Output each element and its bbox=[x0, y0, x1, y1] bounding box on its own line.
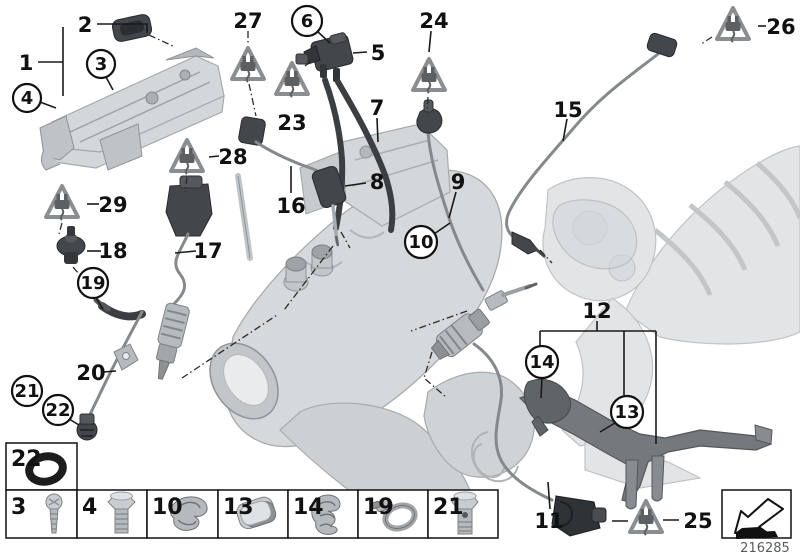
warning-triangle-24-icon bbox=[411, 57, 447, 95]
callout-label-8: 8 bbox=[370, 170, 385, 194]
legend-num-13: 13 bbox=[223, 495, 254, 520]
hose-8-art bbox=[322, 77, 346, 231]
document-number: 216285 bbox=[740, 541, 790, 556]
holder-bracket-art bbox=[518, 378, 773, 510]
exhaust-temp-probe-art bbox=[484, 282, 538, 311]
oxygen-sensor-cable-11-art bbox=[430, 308, 607, 537]
callout-label-7: 7 bbox=[370, 96, 385, 120]
legend: 22 3 4 10 13 bbox=[5, 442, 499, 539]
callout-label-9: 9 bbox=[451, 170, 466, 194]
callout-circle-13: 13 bbox=[609, 394, 645, 430]
direction-box bbox=[721, 489, 792, 539]
o-ring-seal-icon bbox=[25, 452, 67, 486]
callout-circle-21: 21 bbox=[10, 374, 44, 408]
callout-label-15: 15 bbox=[553, 98, 582, 122]
callout-circle-10: 10 bbox=[403, 224, 439, 260]
callout-label-12: 12 bbox=[582, 299, 611, 323]
callout-circle-19: 19 bbox=[76, 266, 110, 300]
legend-num-10: 10 bbox=[152, 495, 183, 520]
legend-num-19: 19 bbox=[363, 495, 394, 520]
callout-label-27: 27 bbox=[233, 9, 262, 33]
svg-text:6: 6 bbox=[301, 11, 314, 32]
hex-bolt-icon bbox=[107, 491, 136, 534]
circled-callouts: 3 4 6 10 13 14 19 21 bbox=[10, 4, 645, 430]
svg-text:14: 14 bbox=[529, 352, 554, 373]
pressure-sensor-part-art bbox=[295, 32, 354, 82]
svg-text:22: 22 bbox=[45, 400, 70, 421]
svg-text:21: 21 bbox=[14, 381, 39, 402]
callout-label-29: 29 bbox=[98, 193, 127, 217]
clamp-sleeve-icon bbox=[236, 496, 277, 530]
banjo-bolt-icon bbox=[451, 491, 479, 535]
pan-head-screw-icon bbox=[45, 493, 63, 534]
hose-7-art bbox=[335, 79, 396, 233]
callout-label-28: 28 bbox=[218, 145, 247, 169]
warning-triangle-23-icon bbox=[274, 61, 310, 99]
callout-circle-14: 14 bbox=[524, 344, 560, 380]
callout-label-5: 5 bbox=[371, 41, 386, 65]
leader-lines bbox=[38, 23, 766, 522]
callout-label-18: 18 bbox=[98, 239, 127, 263]
mounting-bracket-art bbox=[39, 47, 225, 171]
svg-text:3: 3 bbox=[95, 54, 108, 75]
svg-text:10: 10 bbox=[408, 232, 433, 253]
legend-num-22: 22 bbox=[11, 447, 42, 472]
callout-label-24: 24 bbox=[419, 9, 448, 33]
callout-label-2: 2 bbox=[78, 13, 93, 37]
cable-clip-icon bbox=[311, 494, 341, 535]
spring-clip-icon bbox=[169, 496, 208, 531]
callout-label-17: 17 bbox=[193, 239, 222, 263]
legend-num-3: 3 bbox=[11, 495, 26, 520]
callout-circle-6: 6 bbox=[290, 4, 324, 38]
legend-num-14: 14 bbox=[293, 495, 324, 520]
hose-clamp-icon bbox=[371, 497, 418, 532]
callout-circle-3: 3 bbox=[85, 48, 117, 80]
callout-label-16: 16 bbox=[276, 194, 305, 218]
callout-label-1: 1 bbox=[19, 51, 34, 75]
callout-circle-22: 22 bbox=[41, 393, 75, 427]
reference-lines bbox=[58, 31, 713, 398]
callout-label-23: 23 bbox=[277, 111, 306, 135]
callout-label-11: 11 bbox=[534, 509, 563, 533]
callout-labels: 1 2 5 7 8 9 11 12 15 16 17 18 20 23 24 2… bbox=[19, 9, 796, 533]
svg-text:4: 4 bbox=[21, 88, 34, 109]
valve-grommet-18-art bbox=[56, 226, 86, 264]
legend-num-4: 4 bbox=[82, 495, 97, 520]
warning-triangle-28-icon bbox=[169, 138, 205, 176]
temp-sensor-cable-9-art bbox=[416, 99, 485, 292]
legend-num-21: 21 bbox=[433, 495, 464, 520]
temp-sensor-cable-15-art bbox=[505, 32, 678, 258]
view-direction-arrow-icon bbox=[734, 498, 784, 539]
pressure-pipe-20-art bbox=[76, 297, 146, 441]
oxygen-sensor-17-art bbox=[155, 175, 213, 380]
warning-triangle-29-icon bbox=[44, 184, 80, 222]
callout-label-26: 26 bbox=[766, 15, 795, 39]
temp-sensor-16-art bbox=[238, 116, 347, 247]
callout-circle-4: 4 bbox=[11, 82, 43, 114]
svg-text:13: 13 bbox=[614, 402, 639, 423]
callout-label-25: 25 bbox=[683, 509, 712, 533]
callout-label-20: 20 bbox=[76, 361, 105, 385]
warning-triangle-27-icon bbox=[230, 46, 266, 84]
warning-triangle-26-icon bbox=[715, 6, 751, 44]
legend-box-3 bbox=[5, 489, 78, 539]
svg-text:19: 19 bbox=[80, 273, 105, 294]
diesel-particulate-filter-art bbox=[209, 123, 535, 538]
